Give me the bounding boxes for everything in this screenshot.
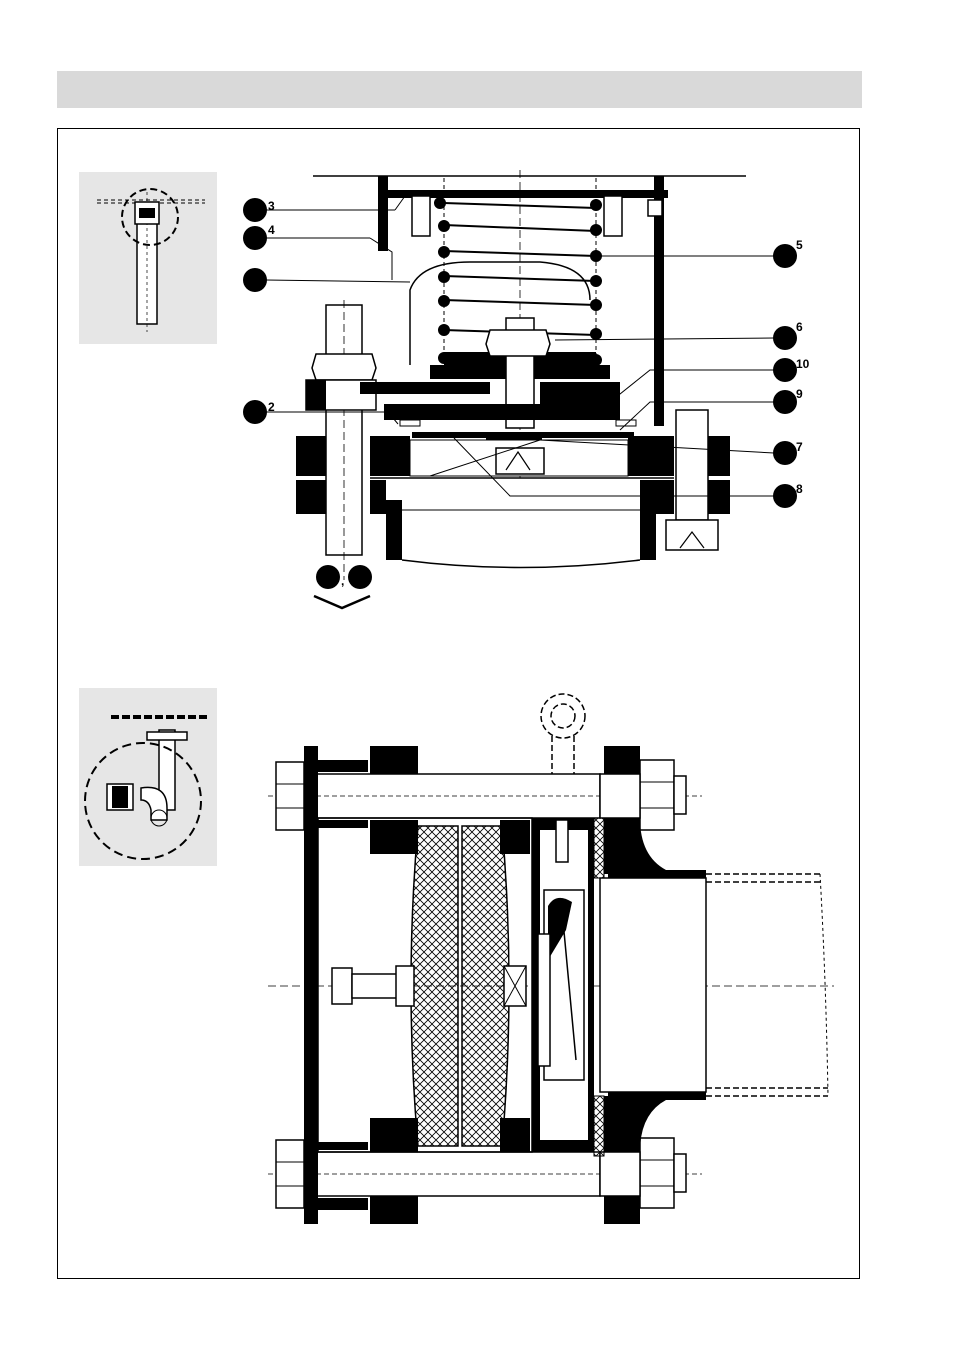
strainer-section-drawing [268, 694, 834, 1224]
chevron-down-icon [314, 596, 370, 608]
callout-9: 9 [796, 387, 803, 401]
callout-6: 6 [796, 320, 803, 334]
callout-5: 5 [796, 238, 803, 252]
callout-7: 7 [796, 440, 803, 454]
callout-8: 8 [796, 482, 803, 496]
callout-comma: , [341, 574, 344, 588]
callout-2: 2 [268, 400, 275, 414]
valve-section-drawing [243, 170, 797, 608]
callout-3: 3 [268, 199, 275, 213]
callout-4: 4 [268, 223, 275, 237]
callout-10: 10 [796, 357, 810, 371]
